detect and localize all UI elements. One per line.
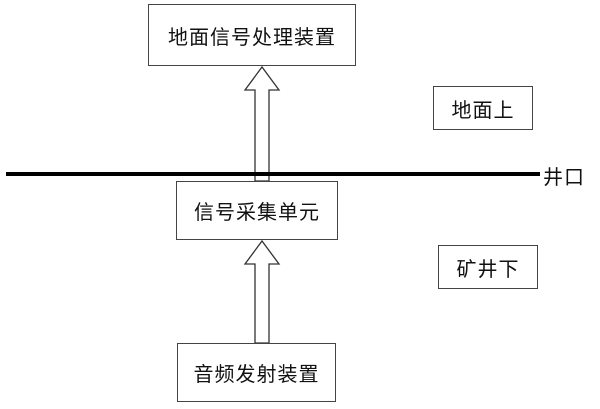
arrow-acquisition-to-ground	[243, 65, 281, 182]
wellhead-line	[6, 172, 540, 176]
ground-signal-processing-box: 地面信号处理装置	[148, 4, 356, 66]
signal-acquisition-unit-box: 信号采集单元	[176, 181, 338, 240]
above-ground-label: 地面上	[433, 86, 533, 130]
audio-transmitter-box: 音频发射装置	[177, 343, 336, 402]
arrow-transmitter-to-acquisition	[243, 239, 281, 344]
underground-label: 矿井下	[438, 245, 538, 289]
wellhead-label: 井口	[543, 165, 585, 189]
